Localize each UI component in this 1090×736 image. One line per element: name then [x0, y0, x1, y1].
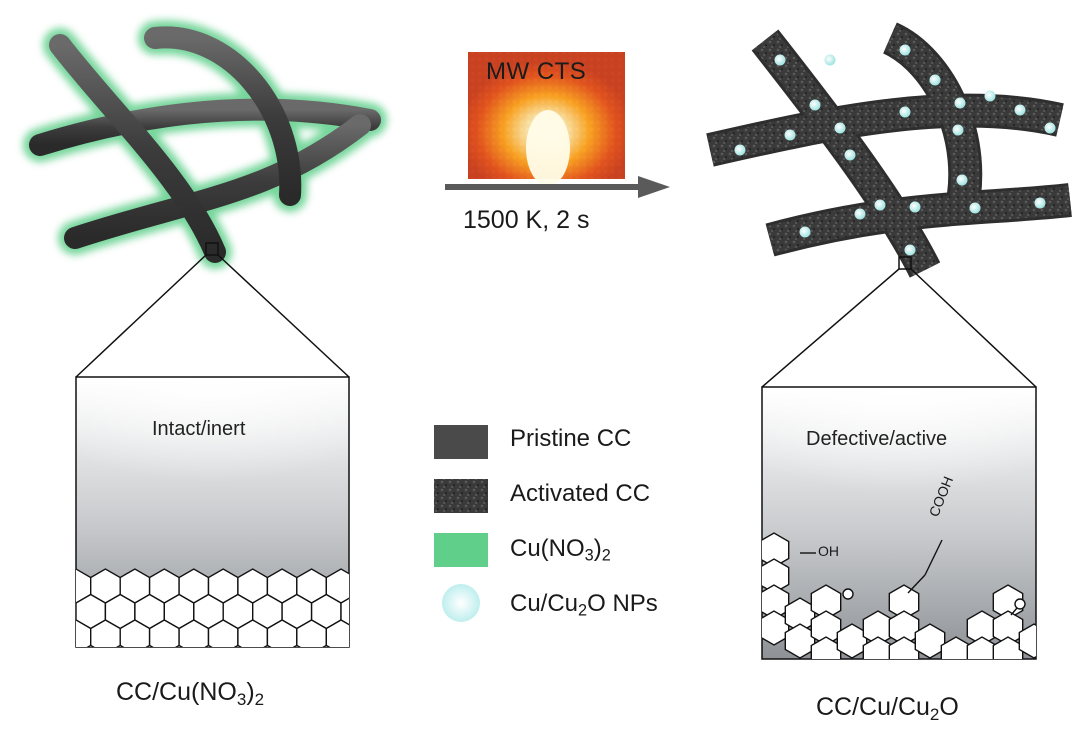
- activated-mesh: [706, 22, 1072, 278]
- lattice-cell: [263, 644, 272, 647]
- lattice-cell: [116, 644, 125, 647]
- nanoparticle: [969, 202, 981, 214]
- nanoparticle: [954, 97, 966, 109]
- graphene-lattice-left: [76, 568, 370, 680]
- lattice-cell: [340, 597, 349, 626]
- zoom-panel-left: [75, 254, 370, 680]
- right-panel-label: Defective/active: [806, 428, 948, 450]
- legend-swatch-np: [442, 584, 480, 622]
- lattice-cell: [325, 619, 349, 647]
- mw-cts-label: MW CTS: [486, 58, 587, 85]
- nanoparticle: [984, 90, 996, 102]
- lattice-cell: [914, 623, 946, 659]
- fiber-3: [49, 34, 226, 263]
- nanoparticle: [734, 144, 746, 156]
- nanoparticle: [904, 244, 916, 256]
- left-caption: CC/Cu(NO3)2: [116, 678, 265, 709]
- legend-label-np: Cu/Cu2O NPs: [510, 590, 658, 620]
- nanoparticles: [734, 44, 1056, 256]
- nanoparticle: [809, 99, 821, 111]
- lattice-cell: [292, 644, 301, 647]
- nanoparticle: [874, 199, 886, 211]
- legend-swatch-pristine: [434, 425, 488, 459]
- right-caption: CC/Cu/Cu2O: [816, 693, 959, 724]
- mw-cts-image: [468, 52, 625, 186]
- nanoparticle: [854, 208, 866, 220]
- lattice-cell: [322, 644, 331, 647]
- functional-groups: [800, 539, 1026, 616]
- arrow-head: [638, 176, 670, 198]
- process-step: [445, 52, 670, 198]
- oh-group-label: OH: [818, 543, 839, 559]
- lattice-cell: [341, 646, 370, 680]
- zoom-panel-right: [761, 268, 1037, 660]
- lattice-cell: [1018, 623, 1036, 659]
- nanoparticle: [844, 149, 856, 161]
- nanoparticle: [774, 54, 786, 66]
- nanoparticle: [834, 122, 846, 134]
- nanoparticle: [956, 174, 968, 186]
- nanoparticle: [1034, 197, 1046, 209]
- legend: [434, 425, 488, 622]
- nanoparticle: [899, 106, 911, 118]
- legend-swatch-cu-nitrate: [434, 533, 488, 567]
- lattice-cell: [175, 644, 184, 647]
- nanoparticle: [784, 129, 796, 141]
- lattice-cell: [86, 644, 95, 647]
- fiber-2: [64, 114, 371, 249]
- nanoparticle: [909, 201, 921, 213]
- zoom-marker-right: [898, 256, 912, 270]
- left-panel-label: Intact/inert: [152, 418, 246, 440]
- nanoparticle: [824, 54, 836, 66]
- legend-label-activated: Activated CC: [510, 480, 651, 507]
- lattice-cell: [233, 644, 242, 647]
- process-condition: 1500 K, 2 s: [463, 206, 590, 234]
- nanoparticle: [1014, 104, 1026, 116]
- fiber-4: [144, 26, 302, 206]
- legend-swatch-activated: [434, 479, 488, 513]
- nanoparticle: [799, 226, 811, 238]
- nanoparticle: [899, 44, 911, 56]
- nanoparticle: [929, 74, 941, 86]
- pristine-mesh: [23, 20, 387, 269]
- lattice-cell: [204, 644, 213, 647]
- nanoparticle: [1044, 122, 1056, 134]
- legend-label-cu-nitrate: Cu(NO3)2: [510, 535, 611, 565]
- nanoparticle: [952, 124, 964, 136]
- graphene-lattice-right: [762, 532, 1036, 659]
- legend-label-pristine: Pristine CC: [510, 425, 632, 452]
- zoom-marker-left: [205, 242, 219, 256]
- lattice-cell: [145, 644, 154, 647]
- fiber-1: [29, 98, 381, 156]
